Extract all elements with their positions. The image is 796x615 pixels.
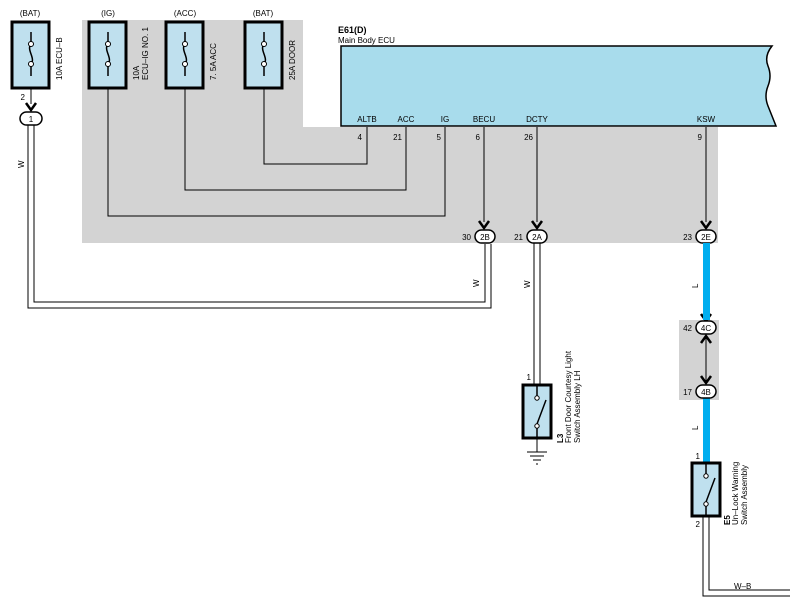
wire-dcty-to-l3: [533, 243, 541, 384]
junction-4c: 4C 42: [683, 320, 717, 335]
junction-2b: 2B 30: [462, 229, 496, 244]
wire-color-labels: W W W L L W–B: [17, 160, 751, 591]
terminal-dcty-label: DCTY: [526, 115, 548, 124]
ground-icon: [527, 451, 547, 465]
switch-e5: 1 2 E5 Un–Lock Warning Switch Assembly: [690, 452, 749, 529]
terminal-ig-pin: 5: [437, 133, 442, 142]
junction-2a-label: 2A: [532, 233, 542, 242]
wire-door-altb: [263, 88, 368, 165]
switch-e5-name-line1: Un–Lock Warning: [731, 462, 740, 525]
junction-2e-pin: 23: [683, 233, 692, 242]
fuse-ecu-ig-no1: (IG) 10A ECU–IG NO. 1: [87, 9, 150, 90]
fuse-ecu-b-supply: (BAT): [20, 9, 41, 18]
junction-2e-label: 2E: [701, 233, 711, 242]
junction-4b: 4B 17: [683, 384, 717, 399]
fuse-acc-supply: (ACC): [174, 9, 197, 18]
terminal-ksw-pin: 9: [698, 133, 703, 142]
switch-l3: 1 L3 Front Door Courtesy Light Switch As…: [521, 350, 582, 465]
junction-4c-pin: 42: [683, 324, 692, 333]
terminal-acc-pin: 21: [393, 133, 402, 142]
junction-2a: 2A 21: [514, 229, 548, 244]
switch-e5-code: E5: [723, 515, 732, 525]
wires: [30, 88, 707, 222]
fuse-ecu-b: (BAT) 10A ECU–B 2: [10, 9, 64, 102]
junction-2b-pin: 30: [462, 233, 471, 242]
wire-bat-ecub-becu: [27, 125, 492, 309]
terminal-altb-label: ALTB: [357, 115, 376, 124]
fuse-acc-box: [164, 20, 205, 90]
ecu-body: [340, 45, 778, 127]
wire-ksw-l-lower: [703, 398, 710, 466]
ecu-code: E61(D): [338, 25, 367, 35]
ecu-name: Main Body ECU: [338, 36, 395, 45]
wire-label-dcty: W: [523, 280, 532, 288]
switch-e5-pin-top: 1: [696, 452, 701, 461]
connector-1: 1: [19, 111, 43, 126]
wire-ksw-l-upper: [703, 243, 710, 320]
connector-1-label: 1: [29, 115, 34, 124]
fuse-acc-name: 7. 5A ACC: [209, 43, 218, 80]
junction-2b-label: 2B: [480, 233, 490, 242]
wire-label-bat: W: [17, 160, 26, 168]
switch-l3-contact: [536, 399, 547, 425]
blue-wires: [703, 243, 710, 466]
terminal-altb-pin: 4: [358, 133, 363, 142]
terminal-acc-label: ACC: [398, 115, 415, 124]
wire-ig-ig: [107, 88, 446, 217]
fuse-ecu-ig-name-line1: 10A: [132, 65, 141, 80]
switch-e5-name-line2: Switch Assembly: [740, 465, 749, 525]
switch-l3-name-line1: Front Door Courtesy Light: [564, 350, 573, 443]
terminal-becu-pin: 6: [476, 133, 481, 142]
junction-2e: 2E 23: [683, 229, 717, 244]
ecu-shade-area: [82, 20, 718, 243]
switch-l3-code: L3: [556, 433, 565, 443]
terminal-ksw-label: KSW: [697, 115, 716, 124]
fuse-ecu-b-pin: 2: [21, 93, 26, 102]
switch-e5-contact: [705, 477, 716, 503]
terminal-dcty-pin: 26: [524, 133, 533, 142]
wire-label-ksw-lower: L: [691, 425, 700, 430]
junction-4c-label: 4C: [701, 324, 711, 333]
switch-e5-pin-bottom: 2: [696, 520, 701, 529]
terminal-ig-label: IG: [441, 115, 449, 124]
fuse-ecu-b-name: 10A ECU–B: [55, 37, 64, 80]
fuse-door-name: 25A DOOR: [288, 40, 297, 80]
switch-l3-pin: 1: [527, 373, 532, 382]
wire-label-becu: W: [472, 279, 481, 287]
switch-l3-name-line2: Switch Assembly LH: [573, 370, 582, 443]
fuse-ecu-ig-box: [87, 20, 128, 90]
fuse-door-box: [243, 20, 284, 90]
main-body-ecu: E61(D) Main Body ECU ALTB ACC IG BECU DC…: [338, 25, 778, 142]
wire-acc-acc: [184, 88, 407, 191]
fuse-ecu-ig-supply: (IG): [101, 9, 115, 18]
junction-4b-label: 4B: [701, 388, 711, 397]
wire-label-ksw-upper: L: [691, 283, 700, 288]
fuse-door: (BAT) 25A DOOR: [243, 9, 297, 90]
junction-2a-pin: 21: [514, 233, 523, 242]
fuse-door-supply: (BAT): [253, 9, 274, 18]
wire-label-ground: W–B: [734, 582, 751, 591]
wire-ground-e5: [702, 516, 790, 597]
fuse-ecu-b-box: [10, 20, 51, 90]
fuse-ecu-ig-name-line2: ECU–IG NO. 1: [141, 27, 150, 80]
junction-4b-pin: 17: [683, 388, 692, 397]
terminal-becu-label: BECU: [473, 115, 495, 124]
